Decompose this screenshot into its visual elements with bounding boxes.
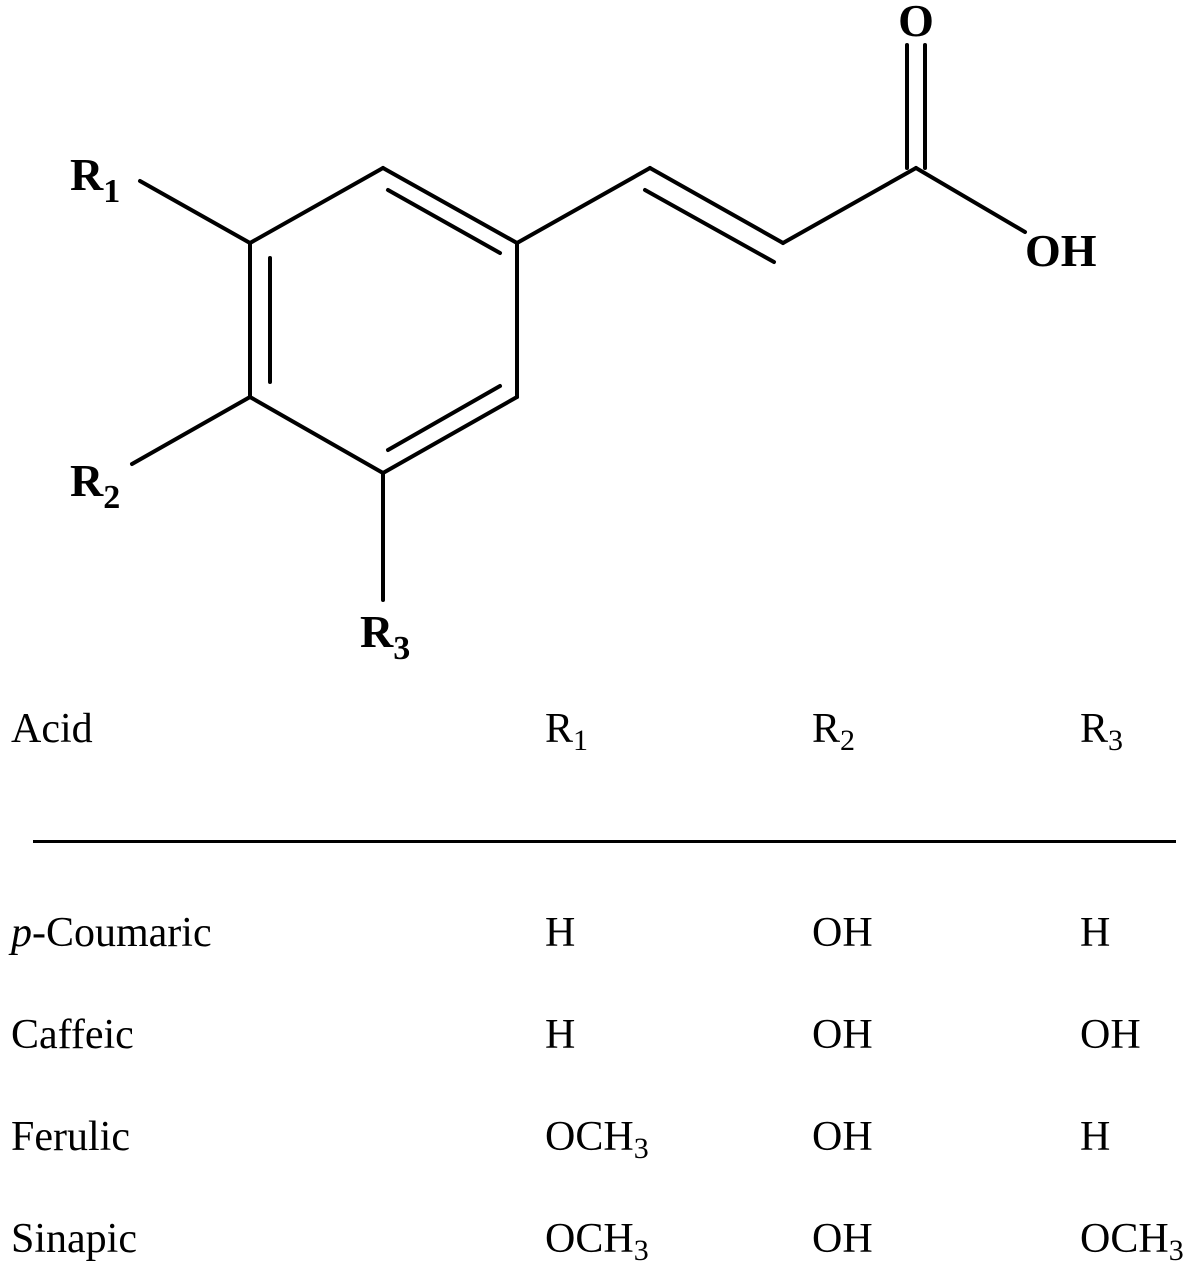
r3-label: R3: [360, 606, 410, 667]
row-sinapic-r3: OCH3: [1080, 1218, 1184, 1266]
r1-value-sub: 3: [633, 1132, 649, 1165]
row-ferulic-r3: H: [1080, 1114, 1111, 1160]
row-ferulic-acid: Ferulic: [11, 1116, 130, 1158]
row-caffeic-r2: OH: [812, 1012, 873, 1058]
ring-bond-bottom-right: [381, 395, 519, 475]
ring-bond-top-right-inner: [386, 188, 502, 255]
row-ferulic-r1: OCH3: [545, 1116, 649, 1164]
row-caffeic-r3: OH: [1080, 1012, 1141, 1058]
row-ferulic-r2: OH: [812, 1114, 873, 1160]
hydroxycinnamic-acid-structure: O OH R1 R2 R3: [70, 0, 1097, 667]
header-acid: Acid: [11, 706, 93, 752]
row-coumaric-r3: H: [1080, 910, 1111, 956]
header-r1: R1: [545, 708, 588, 756]
acid-name: Caffeic: [11, 1012, 134, 1058]
header-r1-sub: 1: [573, 724, 589, 757]
header-r3: R3: [1080, 708, 1123, 756]
r1-label-base: R: [70, 149, 104, 200]
r3-label-sub: 3: [393, 630, 410, 667]
r2-label: R2: [70, 455, 120, 516]
row-coumaric-acid: p-Coumaric: [11, 912, 212, 954]
acid-name: -Coumaric: [32, 910, 212, 956]
row-caffeic-r1: H: [545, 1012, 576, 1058]
ring-bond-top-right: [381, 166, 519, 245]
row-coumaric-r1: H: [545, 910, 576, 956]
r2-bond: [130, 395, 252, 466]
hydroxyl-label: OH: [1025, 225, 1097, 276]
header-r2-sub: 2: [840, 724, 856, 757]
r1-bond: [138, 179, 252, 245]
row-coumaric-r2: OH: [812, 910, 873, 956]
r3-value: OCH: [1080, 1216, 1169, 1262]
ring-bond-bottom-right-inner: [386, 384, 502, 452]
row-caffeic-acid: Caffeic: [11, 1014, 134, 1056]
chain-bond-alkene-carboxyl: [781, 166, 918, 245]
r1-label: R1: [70, 149, 120, 210]
hydroxyl-bond: [914, 166, 1027, 234]
acid-name: Sinapic: [11, 1216, 137, 1262]
row-sinapic-r1: OCH3: [545, 1218, 649, 1266]
header-r3-sub: 3: [1108, 724, 1124, 757]
r3-value-sub: 3: [1168, 1234, 1184, 1267]
row-sinapic-acid: Sinapic: [11, 1218, 137, 1260]
acid-prefix: p: [11, 910, 32, 956]
ring-bond-top-left: [248, 166, 385, 245]
bonds: [130, 43, 1027, 602]
acid-name: Ferulic: [11, 1114, 130, 1160]
header-r3-base: R: [1080, 706, 1109, 752]
r1-value-sub: 3: [633, 1234, 649, 1267]
r1-label-sub: 1: [103, 173, 120, 210]
r1-value: OCH: [545, 1216, 634, 1262]
r2-label-sub: 2: [103, 479, 120, 516]
r3-label-base: R: [360, 606, 394, 657]
r2-label-base: R: [70, 455, 104, 506]
r1-value: OCH: [545, 1114, 634, 1160]
chain-bond-ring-alkene: [515, 166, 652, 245]
header-r1-base: R: [545, 706, 574, 752]
header-r2: R2: [812, 708, 855, 756]
carbonyl-oxygen-label: O: [898, 0, 934, 46]
ring-bond-bottom-left: [248, 395, 385, 475]
chain-bond-alkene: [648, 166, 785, 245]
header-r2-base: R: [812, 706, 841, 752]
table-rule: [33, 840, 1176, 843]
chain-bond-alkene-inner: [643, 188, 776, 264]
row-sinapic-r2: OH: [812, 1216, 873, 1262]
